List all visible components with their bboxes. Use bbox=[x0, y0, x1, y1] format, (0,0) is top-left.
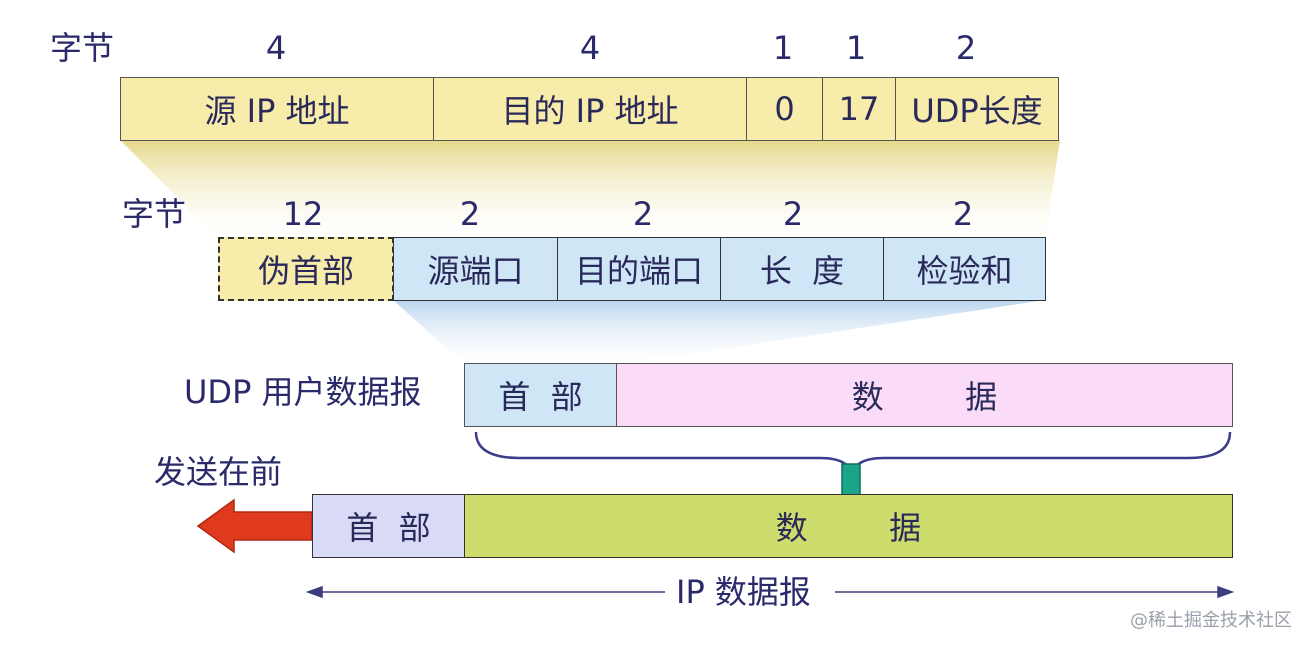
udp-datagram-header: 首 部 bbox=[464, 363, 617, 427]
watermark: @稀土掘金技术社区 bbox=[1130, 610, 1292, 631]
pseudo-header-box: 伪首部 bbox=[218, 237, 394, 301]
bytes-label-udp: 字节 bbox=[122, 195, 187, 233]
pseudo-field-zero: 0 bbox=[746, 77, 823, 141]
udp-header-funnel bbox=[393, 300, 1045, 365]
byte-count: 2 bbox=[782, 195, 804, 233]
pseudo-field-src-ip: 源 IP 地址 bbox=[120, 77, 434, 141]
bytes-label-top: 字节 bbox=[50, 29, 115, 67]
send-first-arrow-icon bbox=[196, 498, 313, 554]
pseudo-field-dst-ip: 目的 IP 地址 bbox=[433, 77, 747, 141]
udp-field-src-port: 源端口 bbox=[393, 237, 558, 301]
byte-count: 1 bbox=[772, 29, 794, 67]
pseudo-field-udp-length: UDP长度 bbox=[895, 77, 1059, 141]
ip-datagram-label: IP 数据报 bbox=[676, 573, 811, 611]
byte-count: 2 bbox=[632, 195, 654, 233]
byte-count: 2 bbox=[955, 29, 977, 67]
udp-field-dst-port: 目的端口 bbox=[557, 237, 721, 301]
pseudo-field-protocol: 17 bbox=[822, 77, 896, 141]
send-first-label: 发送在前 bbox=[154, 453, 283, 491]
ip-datagram-header: 首 部 bbox=[312, 494, 465, 558]
byte-count: 12 bbox=[282, 195, 324, 233]
udp-datagram-label: UDP 用户数据报 bbox=[184, 373, 422, 411]
byte-count: 1 bbox=[845, 29, 867, 67]
byte-count: 4 bbox=[579, 29, 601, 67]
udp-field-length: 长 度 bbox=[720, 237, 884, 301]
byte-count: 2 bbox=[952, 195, 974, 233]
ip-datagram-span-arrow bbox=[305, 585, 1235, 599]
pseudo-header-funnel bbox=[120, 140, 1060, 238]
byte-count: 2 bbox=[459, 195, 481, 233]
ip-datagram-data: 数 据 bbox=[464, 494, 1233, 558]
byte-count: 4 bbox=[265, 29, 287, 67]
udp-field-checksum: 检验和 bbox=[883, 237, 1046, 301]
udp-datagram-data: 数 据 bbox=[616, 363, 1233, 427]
